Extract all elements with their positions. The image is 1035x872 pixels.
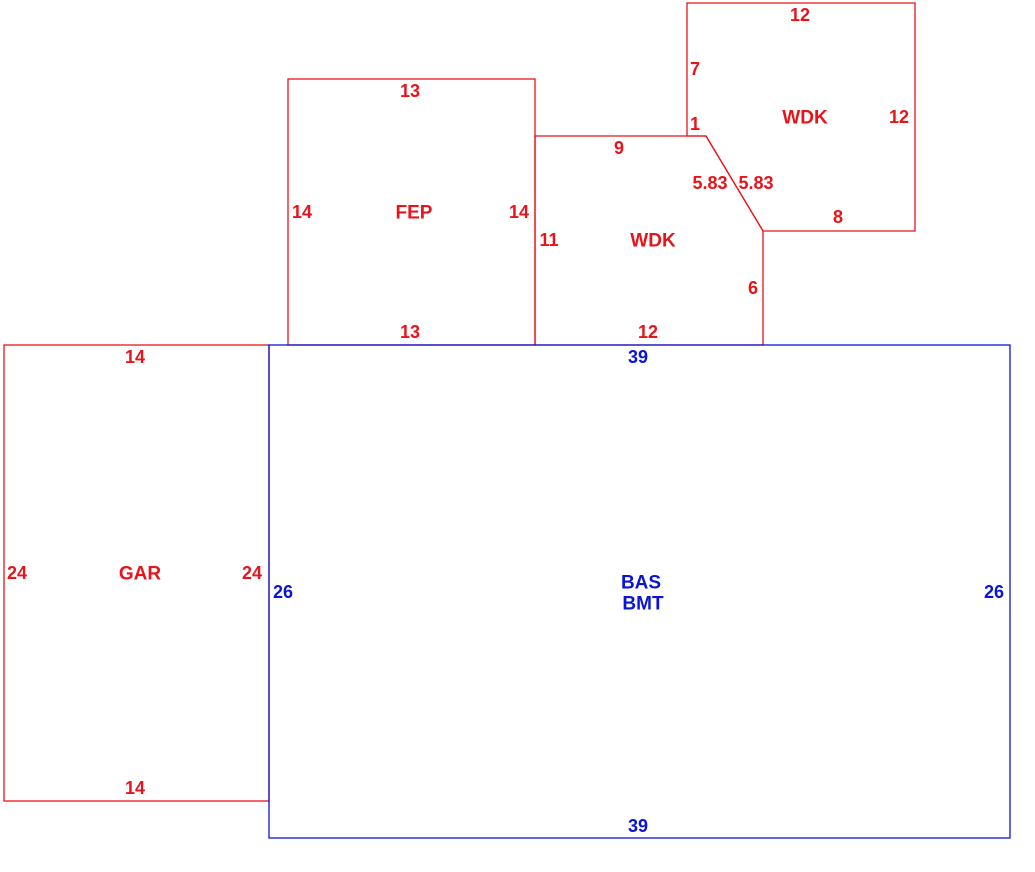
wdk-lower-bottom-dim: 12 <box>638 322 658 342</box>
wdk-lower-code: WDK <box>630 231 676 252</box>
area-wdk-upper: WDK 12 7 1 12 8 5.83 <box>686 2 916 232</box>
fep-bottom-dim: 13 <box>400 322 420 342</box>
wdk-lower-left-dim: 11 <box>539 230 558 250</box>
fep-right-dim: 14 <box>509 202 529 222</box>
gar-left-dim: 24 <box>7 563 27 583</box>
wdk-lower-outline <box>534 135 764 346</box>
wdk-lower-right-dim: 6 <box>748 278 758 298</box>
fep-code: FEP <box>396 203 433 224</box>
wdk-lower-diagonal-dim: 5.83 <box>692 173 727 193</box>
fep-top-dim: 13 <box>400 81 420 101</box>
bmt-code: BMT <box>622 594 664 615</box>
area-wdk-lower: WDK 9 12 11 6 5.83 <box>534 135 764 346</box>
wdk-upper-diagonal-dim: 5.83 <box>738 173 773 193</box>
wdk-upper-top-dim: 12 <box>790 5 810 25</box>
wdk-upper-left-dim: 7 <box>690 59 700 79</box>
gar-bottom-dim: 14 <box>125 778 145 798</box>
wdk-upper-notch-dim: 1 <box>690 114 700 134</box>
bas-right-dim: 26 <box>984 582 1004 602</box>
bas-top-dim: 39 <box>628 347 648 367</box>
bas-left-dim: 26 <box>273 582 293 602</box>
fep-left-dim: 14 <box>292 202 312 222</box>
gar-right-dim: 24 <box>242 563 262 583</box>
gar-code: GAR <box>119 564 162 585</box>
gar-top-dim: 14 <box>125 347 145 367</box>
area-gar: GAR 14 14 24 24 <box>3 344 270 802</box>
bas-outline <box>268 344 1011 839</box>
wdk-upper-code: WDK <box>782 108 828 129</box>
wdk-lower-top-dim: 9 <box>614 138 624 158</box>
wdk-upper-outline <box>686 2 916 232</box>
wdk-upper-right-dim: 12 <box>889 107 909 127</box>
bas-bottom-dim: 39 <box>628 816 648 836</box>
area-fep: FEP 13 13 14 14 <box>287 78 536 346</box>
wdk-upper-bottom-dim: 8 <box>833 207 843 227</box>
bas-code: BAS <box>621 573 661 594</box>
area-bas: BAS BMT 39 39 26 26 <box>268 344 1011 839</box>
